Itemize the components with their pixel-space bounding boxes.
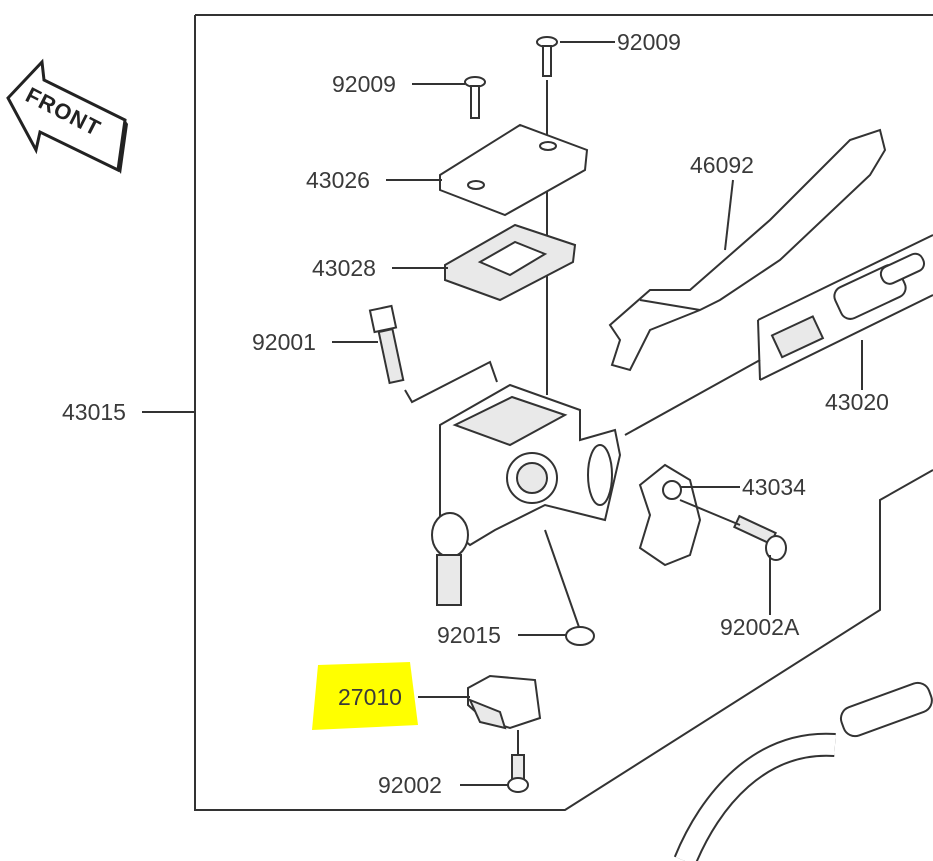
label-43015[interactable]: 43015 (62, 399, 126, 425)
part-92001-pivot-bolt[interactable] (368, 304, 405, 385)
part-46092-brake-lever[interactable] (608, 128, 887, 372)
label-46092[interactable]: 46092 (690, 152, 754, 178)
label-92015[interactable]: 92015 (437, 622, 501, 648)
part-92002-switch-screw[interactable] (507, 754, 529, 793)
label-92009-top[interactable]: 92009 (617, 29, 681, 55)
part-43026-reservoir-cap[interactable] (439, 123, 589, 217)
label-43034[interactable]: 43034 (742, 474, 806, 500)
label-92002A[interactable]: 92002A (720, 614, 800, 640)
part-43020-piston-kit[interactable] (757, 234, 933, 381)
label-43020[interactable]: 43020 (825, 389, 889, 415)
part-92009-screw-top[interactable] (536, 36, 558, 77)
part-43015-master-cylinder[interactable] (431, 383, 622, 606)
label-43028[interactable]: 43028 (312, 255, 376, 281)
label-92001[interactable]: 92001 (252, 329, 316, 355)
part-92015-nut[interactable] (565, 626, 595, 646)
assembly-frame (194, 14, 933, 811)
leader-lines (142, 41, 863, 786)
part-27010-brake-light-switch[interactable] (467, 674, 542, 730)
label-27010[interactable]: 27010 (338, 684, 402, 710)
label-92002[interactable]: 92002 (378, 772, 442, 798)
part-43028-diaphragm[interactable] (444, 223, 577, 302)
label-43026[interactable]: 43026 (306, 167, 370, 193)
part-92002A-clamp-bolt[interactable] (733, 514, 787, 561)
part-92009-screw-left[interactable] (464, 76, 486, 119)
part-43034-clamp[interactable] (638, 463, 702, 567)
front-arrow-icon: FRONT (6, 58, 128, 174)
highlight-27010 (312, 662, 418, 730)
brake-hose (673, 681, 933, 861)
label-92009-left[interactable]: 92009 (332, 71, 396, 97)
